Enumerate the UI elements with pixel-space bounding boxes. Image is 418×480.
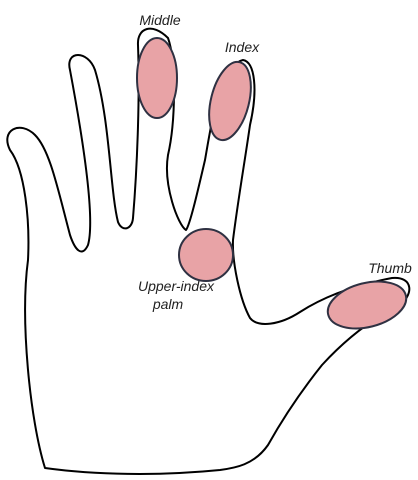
- index-label: Index: [225, 39, 260, 55]
- thumb-label: Thumb: [368, 260, 412, 276]
- middle-label: Middle: [139, 12, 180, 28]
- middle-fingertip-region: [137, 38, 177, 118]
- upper-index-palm-label-line1: Upper-index: [138, 278, 215, 294]
- upper-index-palm-label-line2: palm: [152, 296, 184, 312]
- upper-index-palm-region: [179, 229, 233, 281]
- thumb-tip-region: [323, 274, 411, 336]
